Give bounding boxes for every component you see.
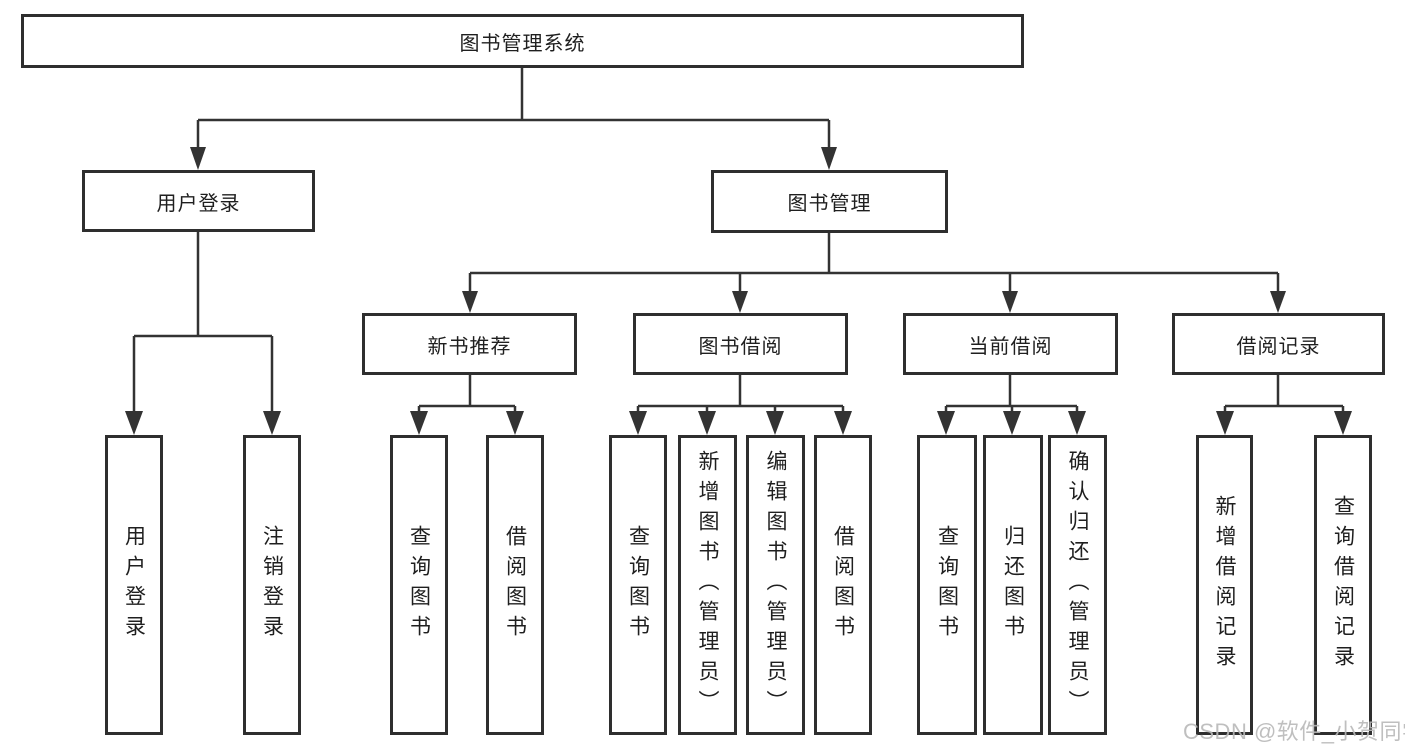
leaf-label: 查询借阅记录 [1331,495,1355,675]
leaf-query-borrow-record: 查询借阅记录 [1314,435,1372,735]
node-borrow-records: 借阅记录 [1172,313,1385,375]
leaf-borrow-books-2: 借阅图书 [814,435,872,735]
node-label: 借阅记录 [1236,335,1321,358]
node-book-borrow: 图书借阅 [633,313,848,375]
csdn-watermark: CSDN @软件_小贺同学 [1183,719,1405,744]
leaf-label: 查询图书 [935,525,959,645]
node-new-book-recommend: 新书推荐 [362,313,577,375]
leaf-user-login: 用户登录 [105,435,163,735]
leaf-label: 归还图书 [1001,525,1025,645]
node-current-borrow: 当前借阅 [903,313,1118,375]
leaf-query-books-1: 查询图书 [390,435,448,735]
node-book-management: 图书管理 [711,170,948,233]
leaf-label: 借阅图书 [831,525,855,645]
leaf-add-book-admin: 新增图书（管理员） [678,435,737,735]
node-label: 用户登录 [156,192,241,215]
node-root: 图书管理系统 [21,14,1024,68]
leaf-edit-book-admin: 编辑图书（管理员） [746,435,805,735]
leaf-label: 编辑图书（管理员） [764,450,787,720]
leaf-label: 查询图书 [407,525,431,645]
node-label: 图书借阅 [698,335,783,358]
leaf-add-borrow-record: 新增借阅记录 [1196,435,1253,735]
arrowhead-icons [125,147,1352,435]
leaf-label: 新增图书（管理员） [696,450,719,720]
leaf-label: 用户登录 [122,525,146,645]
leaf-label: 借阅图书 [503,525,527,645]
leaf-label: 注销登录 [260,525,284,645]
node-user-login: 用户登录 [82,170,315,232]
leaf-query-books-3: 查询图书 [917,435,977,735]
leaf-borrow-books-1: 借阅图书 [486,435,544,735]
leaf-label: 新增借阅记录 [1213,495,1236,675]
leaf-return-book: 归还图书 [983,435,1043,735]
leaf-query-books-2: 查询图书 [609,435,667,735]
node-label: 图书管理 [787,193,872,215]
node-label: 当前借阅 [968,335,1053,358]
node-root-label: 图书管理系统 [459,32,586,55]
node-label: 新书推荐 [427,335,512,358]
leaf-label: 确认归还（管理员） [1066,450,1089,720]
leaf-confirm-return-admin: 确认归还（管理员） [1048,435,1107,735]
leaf-label: 查询图书 [626,525,650,645]
leaf-logout: 注销登录 [243,435,301,735]
